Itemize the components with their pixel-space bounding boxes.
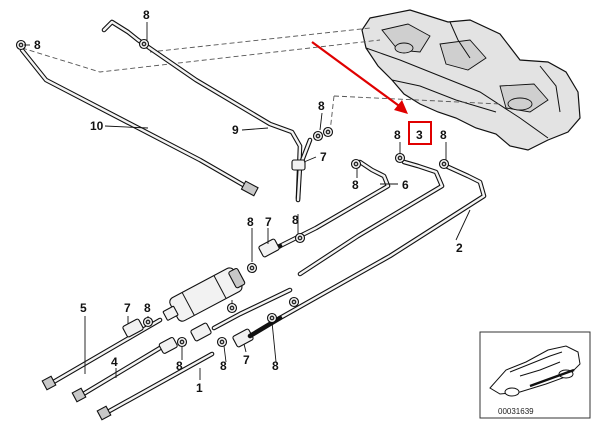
clamp-8 bbox=[138, 38, 150, 50]
hose-connector-7 bbox=[291, 137, 313, 203]
callout-10: 10 bbox=[90, 119, 104, 133]
clamp-8 bbox=[216, 336, 228, 348]
fuel-tank bbox=[361, 9, 581, 151]
clamp-8 bbox=[322, 126, 334, 138]
highlight-marker bbox=[311, 41, 432, 145]
clamp-8 bbox=[350, 158, 362, 170]
fuel-line-10 bbox=[15, 39, 259, 197]
fuel-line-2 bbox=[277, 158, 487, 321]
callout-labels: 8 8 10 9 8 7 8 8 3 8 6 2 8 8 7 5 7 8 4 8… bbox=[34, 8, 463, 395]
clamp-8 bbox=[226, 302, 238, 314]
callout-7: 7 bbox=[320, 150, 327, 164]
reference-line bbox=[333, 95, 501, 105]
highlight-arrow bbox=[311, 41, 403, 109]
reference-line bbox=[149, 27, 371, 53]
callout-8: 8 bbox=[220, 359, 227, 373]
callout-2: 2 bbox=[456, 241, 463, 255]
callout-8: 8 bbox=[394, 128, 401, 142]
leader-lines bbox=[24, 22, 471, 380]
callout-4: 4 bbox=[111, 355, 118, 369]
callout-8: 8 bbox=[247, 215, 254, 229]
highlight-box bbox=[408, 121, 432, 145]
vehicle-locator-thumbnail: 00031639 bbox=[479, 331, 591, 419]
fuel-line-6 bbox=[277, 158, 391, 249]
fuel-line-1 bbox=[96, 351, 215, 421]
callout-8: 8 bbox=[144, 301, 151, 315]
clamp-8 bbox=[246, 262, 258, 274]
clamp-8 bbox=[294, 232, 306, 244]
callout-9: 9 bbox=[232, 123, 239, 137]
diagram-code: 00031639 bbox=[498, 407, 534, 416]
callout-8: 8 bbox=[352, 178, 359, 192]
callout-1: 1 bbox=[196, 381, 203, 395]
callout-7: 7 bbox=[265, 215, 272, 229]
callout-8: 8 bbox=[34, 38, 41, 52]
reference-line bbox=[329, 95, 335, 133]
fuel-line-3 bbox=[297, 152, 445, 277]
fuel-line-5 bbox=[41, 317, 163, 391]
connector-group-lower bbox=[122, 287, 300, 348]
callout-8-bottom: 8 bbox=[272, 359, 279, 373]
callout-6: 6 bbox=[402, 178, 409, 192]
fuel-line-9 bbox=[101, 19, 334, 201]
reference-line bbox=[21, 39, 381, 73]
callout-8: 8 bbox=[440, 128, 447, 142]
callout-8: 8 bbox=[318, 99, 325, 113]
callout-3: 3 bbox=[416, 128, 423, 142]
clamp-8 bbox=[142, 316, 154, 328]
clamp-8 bbox=[288, 296, 300, 308]
callout-8: 8 bbox=[292, 213, 299, 227]
callout-7: 7 bbox=[243, 353, 250, 367]
callout-8: 8 bbox=[143, 8, 150, 22]
callout-5: 5 bbox=[80, 301, 87, 315]
arrow-head-icon bbox=[394, 100, 408, 114]
fuel-filter bbox=[162, 267, 246, 322]
clamp-8 bbox=[266, 312, 278, 324]
fuel-line-4 bbox=[71, 336, 178, 403]
connector-group-upper bbox=[246, 232, 306, 274]
clamp-8 bbox=[176, 336, 188, 348]
callout-8: 8 bbox=[176, 359, 183, 373]
callout-7: 7 bbox=[124, 301, 131, 315]
clamp-8 bbox=[312, 130, 324, 142]
clamp-8 bbox=[394, 152, 406, 164]
clamp-8 bbox=[438, 158, 450, 170]
